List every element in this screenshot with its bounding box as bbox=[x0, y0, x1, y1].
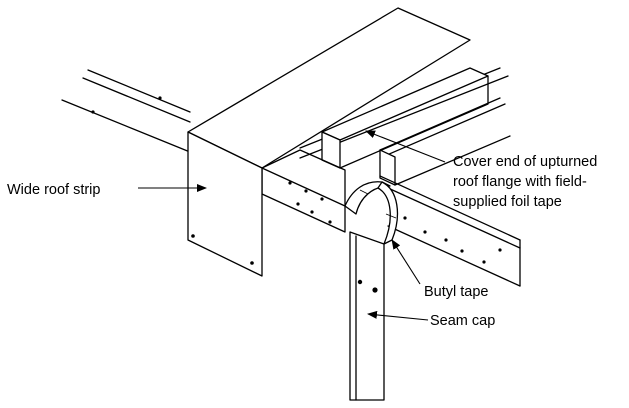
label-cover-end-line2: roof flange with field- bbox=[453, 174, 587, 190]
arrow-cover-end bbox=[365, 130, 446, 163]
seam-cap bbox=[349, 231, 385, 401]
label-cover-end-line1: Cover end of upturned bbox=[453, 154, 597, 170]
arrow-seam-cap bbox=[367, 310, 429, 321]
label-cover-end-line3: supplied foil tape bbox=[453, 194, 562, 210]
label-seam-cap: Seam cap bbox=[430, 313, 495, 329]
label-wide-roof-strip: Wide roof strip bbox=[7, 182, 100, 198]
callout-arrows bbox=[138, 130, 446, 321]
arrow-butyl-tape bbox=[391, 239, 421, 285]
label-butyl-tape: Butyl tape bbox=[424, 284, 489, 300]
wide-roof-strip bbox=[187, 7, 471, 277]
